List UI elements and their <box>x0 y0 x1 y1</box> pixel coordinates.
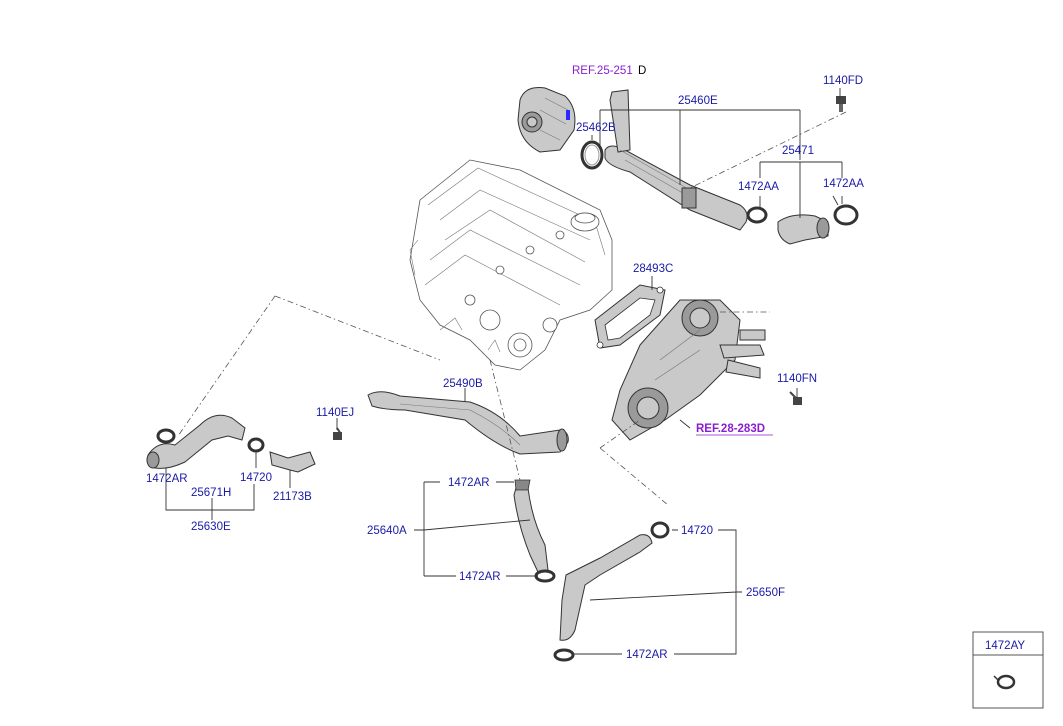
label-1472AR-left[interactable]: 1472AR <box>146 473 188 485</box>
bolt-1140EJ <box>333 427 342 440</box>
clamp-1472AA-right <box>832 195 859 226</box>
label-1140FN[interactable]: 1140FN <box>777 373 817 385</box>
clamp-1472AR-bottom <box>553 648 575 662</box>
label-25460E[interactable]: 25460E <box>678 95 718 107</box>
fitting-21173B <box>269 451 316 473</box>
ref-label-25-251[interactable]: REF.25-251 <box>572 65 633 77</box>
bolt-1140FD <box>836 96 846 112</box>
label-1472AR-lower[interactable]: 1472AR <box>459 571 501 583</box>
label-1140FD[interactable]: 1140FD <box>823 75 863 87</box>
label-1472AR-upper[interactable]: 1472AR <box>448 477 490 489</box>
label-25462B[interactable]: 25462B <box>576 122 616 134</box>
clamp-1472AY-icon <box>996 674 1016 690</box>
clamp-1472AR-mid <box>534 569 556 583</box>
o-ring-25462B <box>580 140 604 170</box>
ref-label-28-283D[interactable]: REF.28-283D <box>696 423 765 435</box>
inset-box-1472AY: 1472AY <box>972 631 1044 709</box>
label-25671H[interactable]: 25671H <box>191 487 231 499</box>
label-1472AA-right[interactable]: 1472AA <box>823 178 864 190</box>
label-25650F[interactable]: 25650F <box>746 587 785 599</box>
label-28493C[interactable]: 28493C <box>633 263 673 275</box>
label-1472AA-left[interactable]: 1472AA <box>738 181 779 193</box>
label-25490B[interactable]: 25490B <box>443 378 483 390</box>
gasket-28493C <box>594 284 666 349</box>
label-21173B[interactable]: 21173B <box>273 491 312 503</box>
bolt-1140FN <box>789 391 802 405</box>
ref-suffix-label: D <box>638 65 646 77</box>
label-14720-right[interactable]: 14720 <box>681 525 713 537</box>
pipe-25490B <box>367 391 569 455</box>
water-pipe-25460E <box>604 89 748 231</box>
label-1140EJ[interactable]: 1140EJ <box>316 407 354 419</box>
clamp-1472AR-left <box>156 428 176 444</box>
connection-lines <box>177 111 847 506</box>
water-pump-part <box>517 87 576 153</box>
label-25630E[interactable]: 25630E <box>191 521 231 533</box>
hose-25671H <box>146 414 246 469</box>
thermostat-housing <box>611 299 766 441</box>
label-1472AR-bottom[interactable]: 1472AR <box>626 649 668 661</box>
clamp-14720-left <box>247 437 265 453</box>
label-14720-left[interactable]: 14720 <box>240 472 272 484</box>
hose-25640A <box>513 479 549 573</box>
clamp-1472AA-left <box>746 206 768 224</box>
leader-lines <box>165 88 843 655</box>
clamp-14720-right <box>650 521 670 539</box>
label-25640A[interactable]: 25640A <box>367 525 407 537</box>
part-labels: REF.25-251 D 1140FD 25460E 25462B 25471 … <box>146 65 864 661</box>
engine-block-illustration <box>409 159 613 371</box>
hose-25650F <box>559 534 653 641</box>
hose-25471 <box>777 214 830 245</box>
label-25471[interactable]: 25471 <box>782 145 814 157</box>
inset-box-title[interactable]: 1472AY <box>985 640 1025 652</box>
